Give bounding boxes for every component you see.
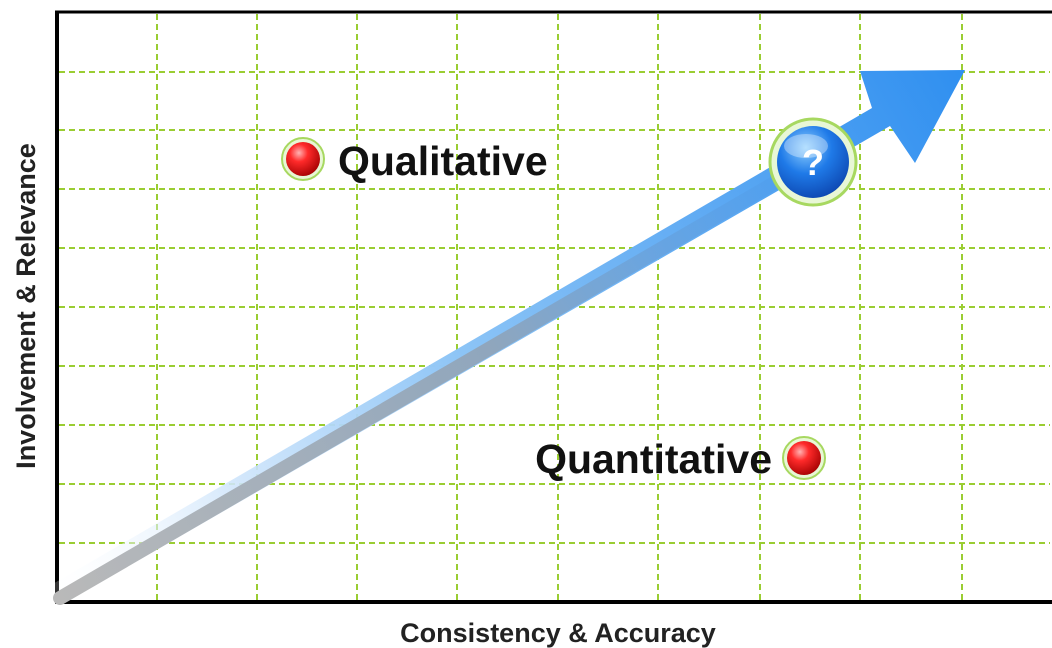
trend-arrow-shaft	[53, 132, 857, 605]
qualitative-label: Qualitative	[338, 138, 548, 184]
qualitative-marker-icon	[286, 142, 320, 176]
x-axis-title: Consistency & Accuracy	[400, 618, 716, 648]
question-mark-icon	[777, 126, 849, 198]
trend-arrow	[51, 70, 965, 611]
grid	[59, 14, 1050, 600]
qualitative-point: Qualitative	[281, 137, 548, 184]
y-axis-title: Involvement & Relevance	[11, 143, 41, 469]
quantitative-label: Quantitative	[535, 436, 772, 482]
quantitative-point: Quantitative	[535, 436, 826, 482]
quantitative-marker-icon	[787, 441, 821, 475]
question-badge: ?	[768, 117, 858, 207]
question-mark-label: ?	[802, 142, 824, 183]
